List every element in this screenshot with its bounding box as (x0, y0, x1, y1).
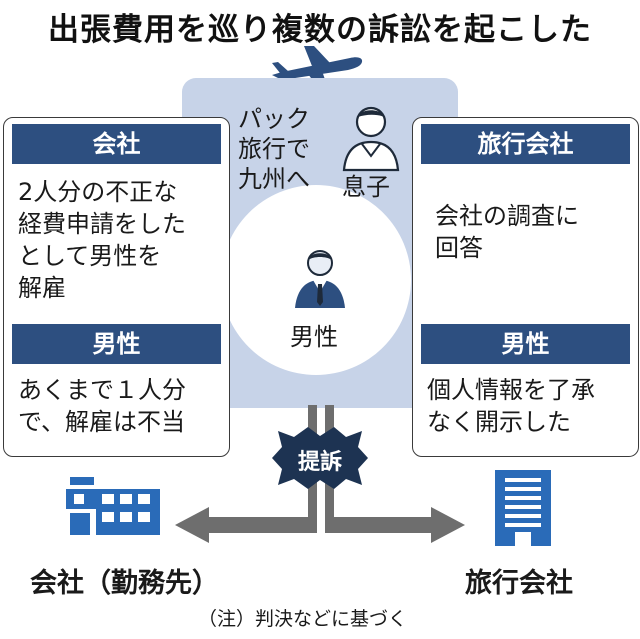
man-header-right: 男性 (421, 324, 630, 364)
company-box: 会社 2人分の不正な 経費申請をした として男性を 解雇 男性 あくまで１人分 … (3, 117, 230, 457)
son-label: 息子 (342, 173, 390, 201)
man-person-icon (295, 250, 345, 308)
lawsuit-label: 提訴 (297, 450, 342, 475)
man-label: 男性 (290, 323, 338, 351)
travel-company-label: 旅行会社 (465, 568, 573, 599)
travel-company-claim-line: 回答 (435, 234, 483, 262)
trip-line-2: 旅行で (238, 135, 310, 163)
travel-company-box: 旅行会社 会社の調査に 回答 男性 個人情報を了承 なく開示した (412, 117, 639, 457)
company-claim: 2人分の不正な 経費申請をした として男性を 解雇 (18, 176, 223, 304)
trip-label: パック 旅行で 九州へ (238, 104, 310, 194)
travel-company-claim: 会社の調査に 回答 (435, 200, 630, 264)
man-claim-right-line: 個人情報を了承 (427, 376, 595, 404)
company-building-icon (66, 477, 160, 535)
footnote: （注）判決などに基づく (198, 608, 408, 630)
son-person-icon (342, 106, 400, 172)
trip-line-1: パック (238, 105, 310, 133)
man-claim-left: あくまで１人分 で、解雇は不当 (18, 374, 223, 438)
travel-company-building-icon (495, 470, 551, 546)
man-claim-right: 個人情報を了承 なく開示した (427, 374, 632, 438)
diagram-title: 出張費用を巡り複数の訴訟を起こした (48, 12, 592, 48)
man-claim-right-line: なく開示した (427, 408, 571, 436)
company-claim-line: 経費申請をした (18, 210, 186, 238)
company-claim-line: 解雇 (18, 274, 66, 302)
man-header-left: 男性 (12, 324, 221, 364)
trip-line-3: 九州へ (238, 165, 310, 193)
company-label: 会社（勤務先） (30, 568, 219, 599)
travel-company-header: 旅行会社 (421, 124, 630, 164)
man-claim-left-line: あくまで１人分 (18, 376, 186, 404)
company-claim-line: として男性を (18, 242, 162, 270)
company-claim-line: 2人分の不正な (18, 178, 178, 206)
travel-company-claim-line: 会社の調査に (435, 202, 579, 230)
company-header: 会社 (12, 124, 221, 164)
lawsuit-badge-icon (272, 427, 368, 489)
man-claim-left-line: で、解雇は不当 (18, 408, 186, 436)
